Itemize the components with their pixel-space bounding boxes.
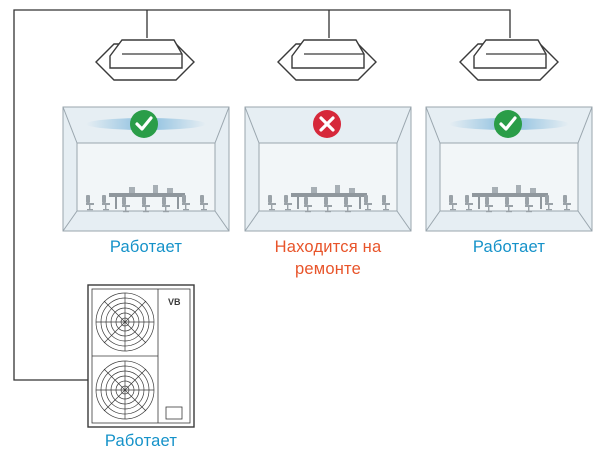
room-3-status-label: Работает: [426, 236, 592, 258]
indoor-unit-1: [95, 39, 195, 81]
room-1: [63, 107, 229, 231]
service-panel: [165, 406, 183, 420]
room-1-status-label: Работает: [63, 236, 229, 258]
status-text-line-2: ремонте: [295, 260, 361, 278]
check-icon: [499, 116, 517, 131]
check-icon: [135, 116, 153, 131]
status-text: Работает: [104, 432, 178, 450]
status-badge-ok: [494, 110, 522, 138]
status-text-line-1: Находится на: [274, 238, 382, 256]
status-badge-error: [313, 110, 341, 138]
room-2-status-label: Находится на ремонте: [235, 236, 421, 280]
room-3: [426, 107, 592, 231]
status-text: Работает: [472, 238, 546, 256]
brand-logo: VB: [168, 297, 181, 307]
cross-icon: [319, 116, 335, 132]
fan-grille-bottom: [95, 360, 155, 420]
outdoor-unit-status-label: Работает: [64, 430, 218, 452]
outdoor-unit: VB: [87, 284, 195, 428]
indoor-unit-3: [459, 39, 559, 81]
piping: [13, 9, 511, 381]
room-2: [245, 107, 411, 231]
status-badge-ok: [130, 110, 158, 138]
indoor-unit-2: [277, 39, 377, 81]
status-text: Работает: [109, 238, 183, 256]
fan-grille-top: [95, 292, 155, 352]
